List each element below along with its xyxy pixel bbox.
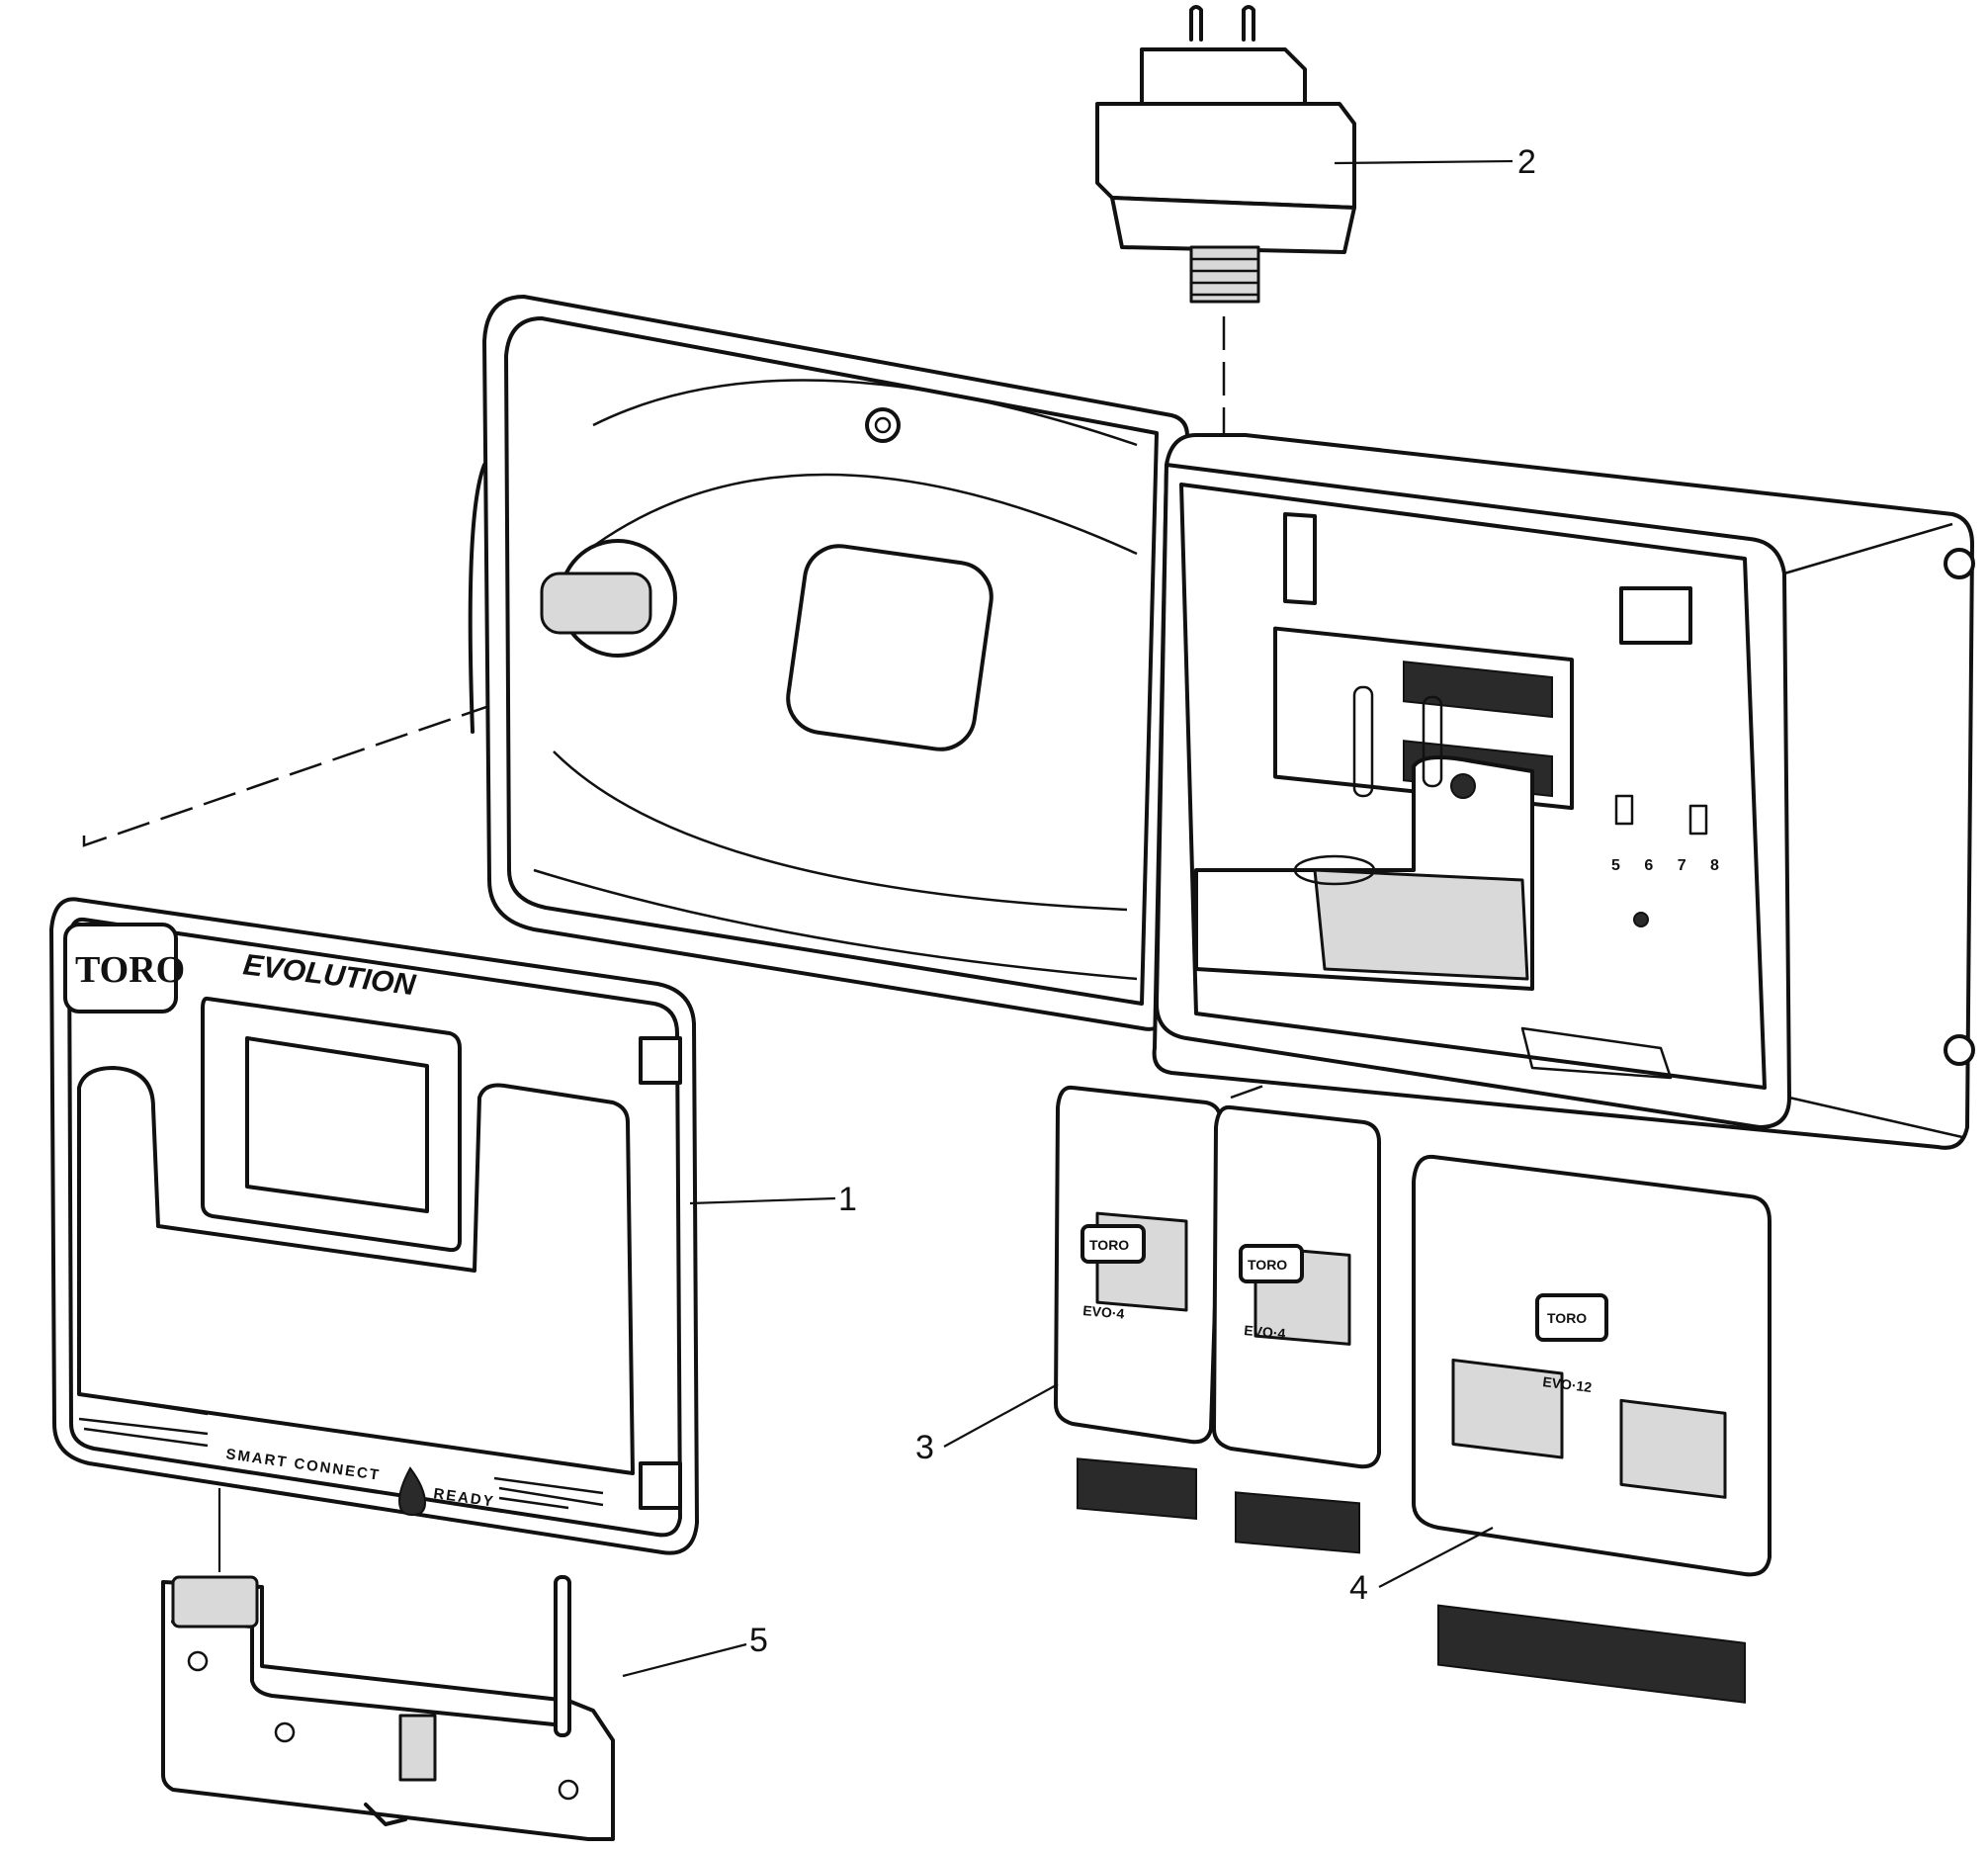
door-screw-boss	[865, 407, 901, 443]
transformer-socket	[1313, 868, 1529, 981]
panel-keypad-recess	[77, 1066, 635, 1475]
controller-door	[468, 295, 1189, 1031]
door-window-recess	[786, 544, 994, 751]
smart-connect-hole-left	[187, 1650, 209, 1672]
station-module-b-logo-plate	[1239, 1244, 1304, 1283]
door-screw-hole	[874, 416, 892, 434]
controller-housing: 5 6 7 8	[1152, 433, 1975, 1150]
door-inner-rim	[504, 316, 1159, 1006]
door-contour-bottom	[553, 750, 1128, 912]
housing-floor-plate	[1520, 1026, 1673, 1080]
leader-2	[1334, 159, 1513, 165]
station-module-a-logo-plate	[1080, 1224, 1146, 1264]
panel-grille-left	[78, 1402, 209, 1448]
smart-connect-hole-right	[558, 1779, 579, 1801]
panel-hinge-bottom	[639, 1461, 682, 1510]
station-module-large: TORO EVO·12	[1412, 1154, 1772, 1704]
station-module-a: TORO EVO·4	[1054, 1085, 1223, 1520]
station-module-large-brand: TORO	[1547, 1310, 1587, 1326]
sensor-connector	[1619, 586, 1692, 645]
smart-connect-hole-mid	[274, 1721, 296, 1743]
station-screw	[1633, 912, 1649, 927]
housing-depth-bottom	[1788, 1096, 1963, 1139]
smart-connect-connector	[398, 1714, 437, 1782]
station-module-large-latch-left	[1451, 1358, 1564, 1459]
bay-slot-right	[1422, 695, 1443, 788]
station-module-a-terminals	[1077, 1457, 1197, 1520]
terminal-digits: 5 6 7 8	[1611, 857, 1729, 874]
transformer-base	[1110, 196, 1356, 254]
smart-connect-plug	[171, 1575, 259, 1629]
panel-grille-right	[493, 1476, 604, 1510]
station-module-a-brand: TORO	[1089, 1237, 1129, 1253]
station-module-b-terminals	[1235, 1491, 1360, 1554]
transformer	[1095, 5, 1356, 304]
station-module-large-logo-plate	[1535, 1293, 1608, 1342]
transformer-socket-hole	[1293, 854, 1376, 886]
transformer-prong-right	[1242, 5, 1255, 42]
station-module-large-latch-right	[1619, 1398, 1727, 1499]
leader-5	[622, 1642, 747, 1678]
station-module-large-terminals	[1437, 1604, 1746, 1704]
transformer-prong-left	[1189, 5, 1203, 42]
station-module-b: TORO EVO·4	[1212, 1104, 1381, 1554]
transformer-threaded-neck	[1189, 245, 1260, 304]
housing-mount-tab-bottom	[1944, 1034, 1975, 1066]
door-latch-knob	[540, 572, 652, 635]
callout-3: 3	[915, 1429, 934, 1466]
callout-1: 1	[838, 1181, 857, 1218]
panel-brand-logo: TORO	[75, 949, 185, 991]
water-drop-icon	[397, 1466, 427, 1517]
door-lock-icon[interactable]	[540, 539, 677, 658]
smart-connect-channel	[171, 1620, 565, 1727]
station-module-b-label: EVO·4	[1244, 1322, 1286, 1342]
leader-3	[943, 1383, 1059, 1448]
smart-connect-module	[161, 1575, 615, 1841]
housing-mount-tab-top	[1944, 548, 1975, 579]
station-port-b	[1688, 804, 1708, 836]
door-contour-mid	[582, 473, 1138, 556]
callout-leaders	[217, 159, 1513, 1678]
terminal-clip	[1283, 512, 1317, 605]
door-hinge-edge	[468, 463, 486, 734]
station-module-b-brand: TORO	[1248, 1257, 1287, 1273]
panel-hinge-top	[639, 1036, 682, 1085]
bay-slot-left	[1352, 685, 1374, 798]
panel-lcd-screen[interactable]	[245, 1036, 429, 1213]
station-module-a-label: EVO·4	[1082, 1302, 1125, 1322]
leader-1	[689, 1196, 836, 1205]
leader-4	[1378, 1527, 1494, 1588]
antenna-icon	[554, 1575, 571, 1737]
callout-labels: 1 2 3 4 5	[749, 143, 1536, 1659]
housing-depth-top	[1783, 522, 1953, 575]
door-contour-top	[592, 379, 1138, 447]
door-contour-lip	[533, 868, 1138, 981]
housing-inner-cavity	[1179, 483, 1767, 1090]
front-panel: TORO EVOLUTION SMART CONNECT READY	[49, 897, 699, 1555]
station-port-a	[1614, 794, 1634, 826]
callout-4: 4	[1349, 1569, 1368, 1607]
callout-5: 5	[749, 1622, 768, 1659]
panel-logo-plate	[63, 923, 178, 1014]
smart-connect-clip	[364, 1803, 407, 1826]
callout-2: 2	[1517, 143, 1536, 181]
bay-screw	[1450, 773, 1476, 799]
station-module-large-label: EVO·12	[1542, 1373, 1594, 1395]
transformer-body	[1095, 102, 1356, 210]
smart-connect-body	[161, 1580, 615, 1841]
